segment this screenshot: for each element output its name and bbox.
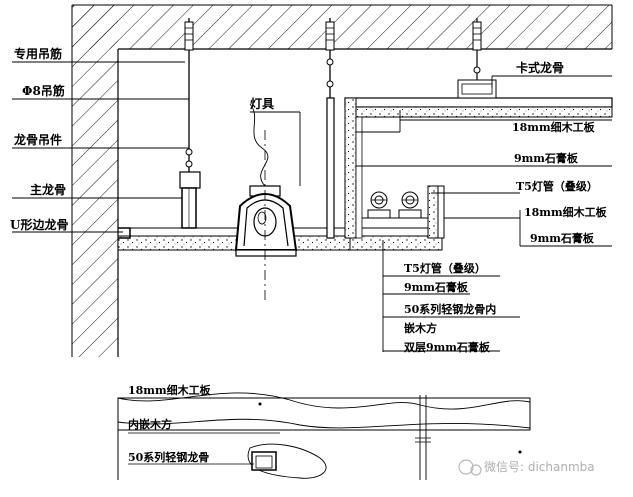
label-detail-keel: 50系列轻钢龙骨 <box>128 450 209 464</box>
u-edge-keel <box>118 227 131 239</box>
label-board-18-b: 18mm细木工板 <box>524 205 608 219</box>
label-detail-wood: 内嵌木方 <box>128 417 172 431</box>
watermark-text: 微信号: dichanmba <box>484 460 595 474</box>
hanger-rod-middle <box>325 18 335 239</box>
label-t5-tube-b: T5灯管（叠级） <box>404 261 486 275</box>
label-double-gypsum: 双层9mm石膏板 <box>404 340 491 354</box>
label-u-edge-keel: U形边龙骨 <box>10 217 68 232</box>
label-gypsum-9-b: 9mm石膏板 <box>530 231 595 245</box>
leader-lines-right <box>356 75 612 352</box>
label-main-keel: 主龙骨 <box>30 182 66 197</box>
main-keel <box>179 171 201 229</box>
t5-tube-fixture-1 <box>367 191 391 219</box>
label-steel-keel-line1: 50系列轻钢龙骨内 <box>404 302 496 316</box>
label-hanger-8: Φ8吊筋 <box>22 83 65 98</box>
label-gypsum-9-a: 9mm石膏板 <box>514 151 579 165</box>
label-hanger-special: 专用吊筋 <box>14 46 62 61</box>
label-lamp: 灯具 <box>250 96 274 111</box>
label-clip-keel: 卡式龙骨 <box>516 60 564 75</box>
lamp-fixture <box>234 130 298 300</box>
label-board-18-a: 18mm细木工板 <box>512 120 596 134</box>
watermark: 微信号: dichanmba <box>458 459 595 476</box>
lamp-wire <box>249 103 269 187</box>
label-detail-board: 18mm细木工板 <box>128 383 212 397</box>
label-gypsum-9-c: 9mm石膏板 <box>404 280 469 294</box>
t5-tube-fixture-2 <box>398 191 422 219</box>
upper-ceiling <box>344 18 613 239</box>
label-steel-keel-line2: 嵌木方 <box>404 321 437 335</box>
leader-lines-left <box>12 61 301 233</box>
label-keel-hanger: 龙骨吊件 <box>14 132 62 147</box>
hanger-rod-left <box>184 18 194 184</box>
label-t5-tube-a: T5灯管（叠级） <box>516 179 598 193</box>
bottom-detail <box>117 392 531 480</box>
concrete-wall <box>71 5 119 357</box>
wechat-icon <box>458 459 474 475</box>
concrete-slab <box>72 4 613 50</box>
